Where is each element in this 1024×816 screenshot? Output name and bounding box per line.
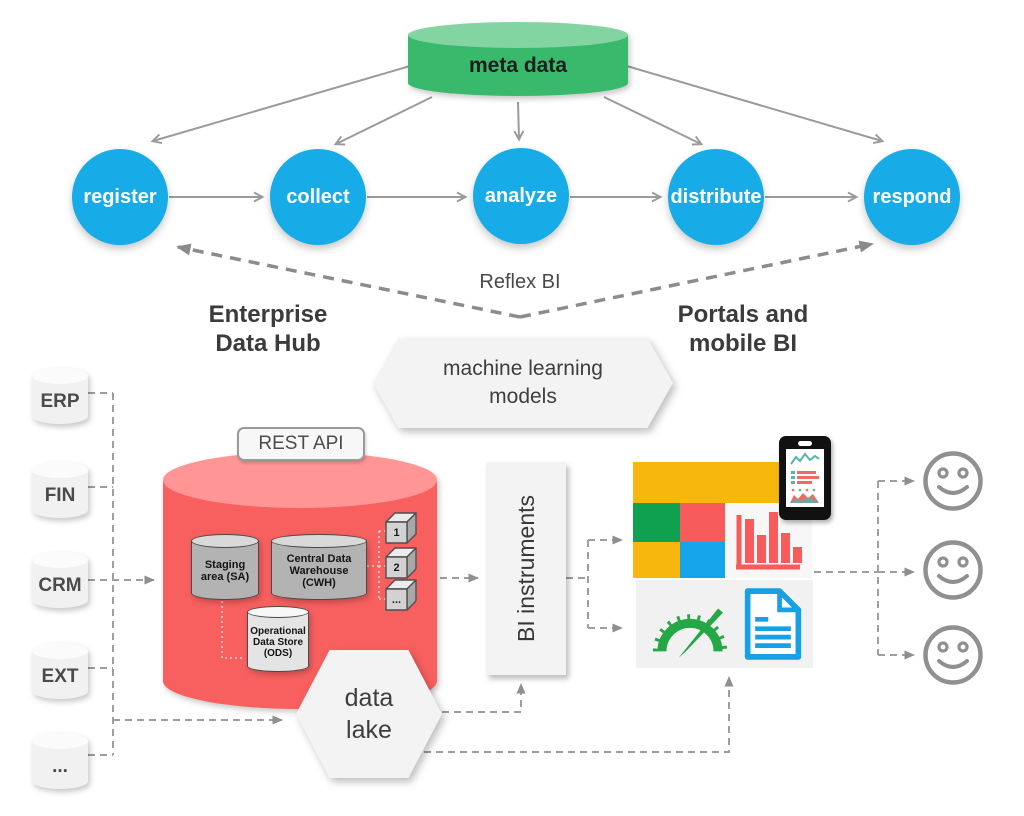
- step-label: respond: [872, 185, 952, 208]
- source-fin-cylinder: FIN: [32, 462, 88, 518]
- cylinder-top-face: [32, 733, 88, 749]
- cube-1-label: 1: [393, 526, 400, 539]
- rest-api-badge: REST API: [237, 427, 365, 461]
- step-distribute: distribute: [668, 149, 764, 245]
- central-warehouse-label: Central Data Warehouse (CWH): [286, 552, 352, 589]
- ods-label: Operational Data Store (ODS): [250, 625, 306, 659]
- cylinder-top-face: [408, 22, 628, 48]
- step-label: distribute: [670, 185, 762, 208]
- cube-2-label: 2: [393, 561, 400, 574]
- cylinder-body: [32, 560, 88, 608]
- step-label: collect: [286, 185, 350, 208]
- meta-data-cylinder: meta data: [408, 22, 628, 96]
- cylinder-body: [191, 541, 259, 600]
- step-analyze: analyze: [473, 148, 569, 244]
- data-lake-hexagon: data lake: [296, 650, 442, 778]
- step-label: analyze: [484, 184, 558, 207]
- step-respond: respond: [864, 149, 960, 245]
- kpi-panel: [636, 580, 813, 668]
- cylinder-top-face: [32, 552, 88, 568]
- cylinder-top-face: [32, 368, 88, 384]
- bi-instruments-box: BI instruments: [486, 462, 566, 675]
- source-other-label: ...: [52, 756, 68, 777]
- cylinder-top-face: [191, 534, 259, 548]
- staging-area-cylinder: Staging area (SA): [191, 534, 259, 600]
- source-fin-label: FIN: [44, 485, 76, 506]
- smiley-face-icon: [923, 451, 983, 511]
- mobile-phone-icon: [779, 436, 831, 520]
- reflex-bi-label: Reflex BI: [479, 271, 561, 293]
- cylinder-top-face: [163, 452, 437, 508]
- cube-more-label: ...: [391, 593, 402, 606]
- source-erp-cylinder: ERP: [32, 368, 88, 424]
- dashboard-tile-yellow-bottom: [633, 542, 680, 578]
- step-register: register: [72, 149, 168, 245]
- user-smiley-3: [921, 623, 985, 687]
- cylinder-top-face: [32, 462, 88, 478]
- report-document-icon: [744, 588, 802, 660]
- phone-speaker: [798, 441, 812, 446]
- cylinder-body: [32, 651, 88, 699]
- source-ext-cylinder: EXT: [32, 643, 88, 699]
- cylinder-body: [247, 612, 309, 672]
- central-warehouse-cylinder: Central Data Warehouse (CWH): [271, 534, 367, 600]
- smiley-face-icon: [923, 540, 983, 600]
- gauge-icon: [652, 608, 728, 658]
- ods-cylinder: Operational Data Store (ODS): [247, 606, 309, 672]
- staging-area-label: Staging area (SA): [200, 558, 250, 583]
- cylinder-body: [32, 376, 88, 424]
- step-label: register: [83, 185, 157, 208]
- ml-models-label: machine learning models: [373, 338, 673, 428]
- cylinder-body: [271, 541, 367, 600]
- cylinder-body: [32, 470, 88, 518]
- ml-models-hexagon: machine learning models: [373, 338, 673, 428]
- cylinder-top-face: [32, 643, 88, 659]
- source-crm-cylinder: CRM: [32, 552, 88, 608]
- source-crm-label: CRM: [38, 575, 82, 596]
- portals-mobile-bi-title: Portals and mobile BI: [677, 301, 809, 357]
- enterprise-data-hub-title: Enterprise Data Hub: [208, 301, 328, 357]
- user-smiley-2: [921, 538, 985, 602]
- smiley-face-icon: [923, 625, 983, 685]
- phone-screen: [786, 449, 824, 507]
- data-mart-cubes: [384, 506, 430, 616]
- cylinder-top-face: [247, 606, 309, 618]
- dashboard-tile-red: [680, 503, 725, 542]
- cube-icons: [385, 512, 417, 611]
- data-lake-label: data lake: [296, 650, 442, 778]
- dashboard-tile-blue: [680, 542, 725, 578]
- meta-data-label: meta data: [468, 53, 568, 77]
- cylinder-top-face: [271, 534, 367, 548]
- phone-mini-charts: [790, 452, 820, 503]
- user-smiley-1: [921, 449, 985, 513]
- dashboard-tile-green: [633, 503, 680, 542]
- dashboard-tile-yellow-top: [633, 462, 782, 503]
- source-erp-label: ERP: [40, 391, 80, 412]
- source-ext-label: EXT: [41, 666, 79, 687]
- cylinder-body: [32, 741, 88, 789]
- step-collect: collect: [270, 149, 366, 245]
- bar-chart-icon: [736, 512, 802, 570]
- source-other-cylinder: ...: [32, 733, 88, 789]
